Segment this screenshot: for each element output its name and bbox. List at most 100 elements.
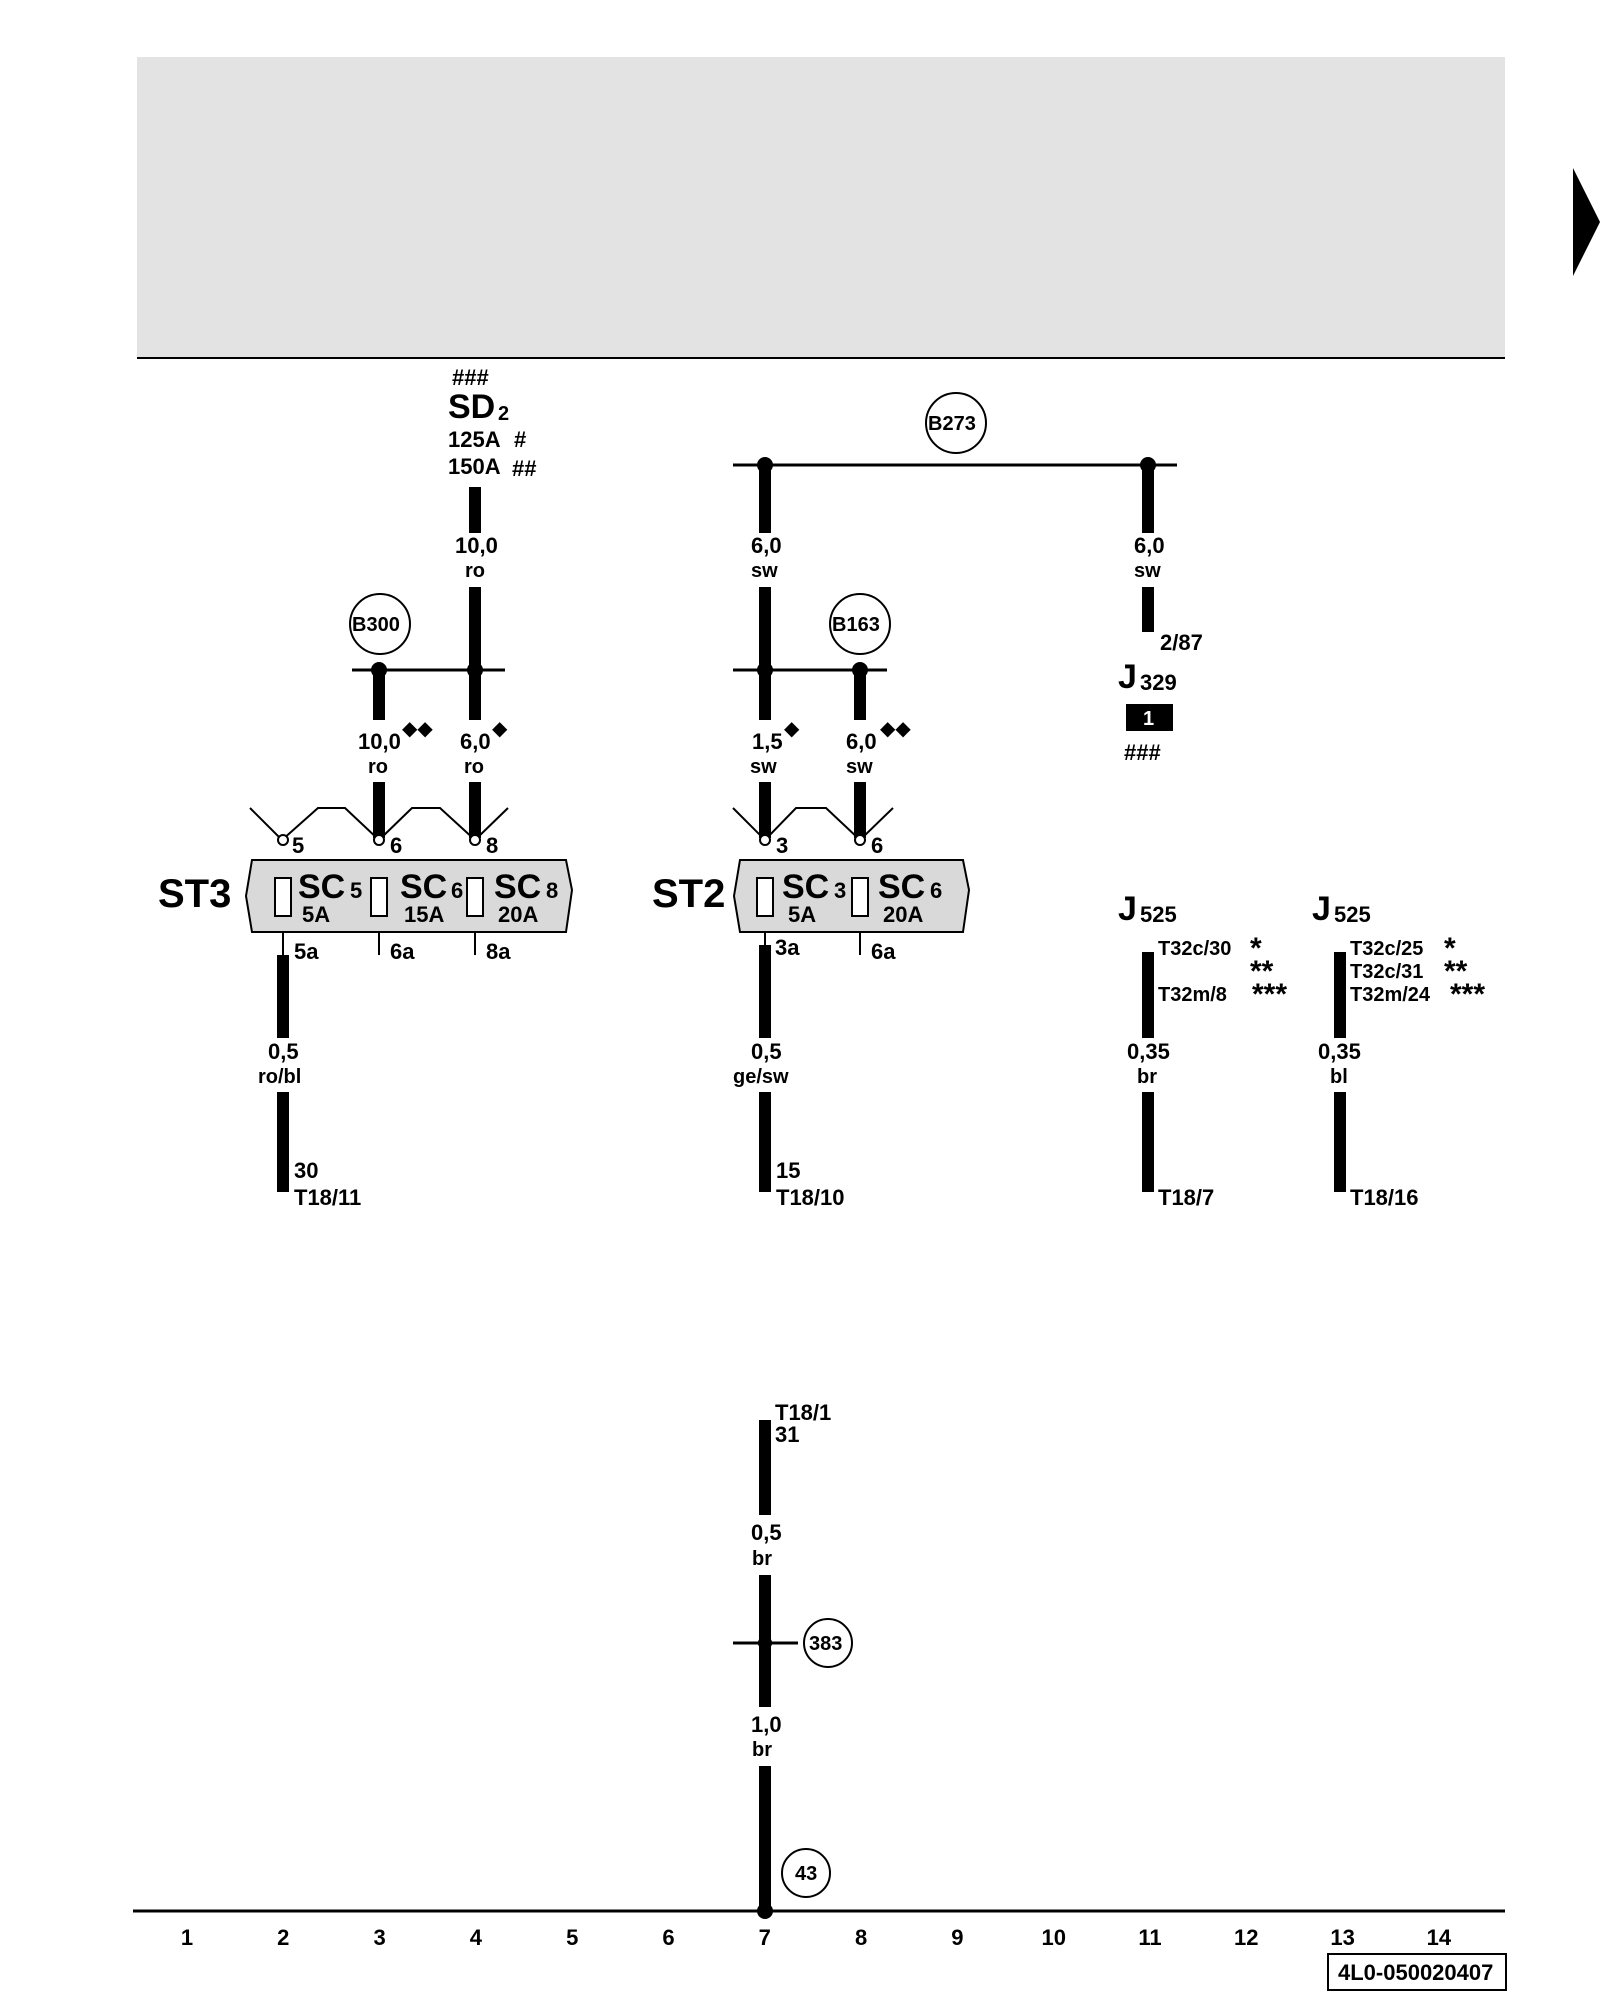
wire-col7-low-color: ge/sw [733,1066,789,1088]
wire-col2-top-size: 10,0 [358,729,401,754]
wire-col7-mid-mark: ◆ [784,718,800,740]
grid-number-13: 13 [1330,1925,1354,1950]
j525a-pin2-mark: ** [1250,955,1274,988]
right-triangle-icon[interactable] [1573,168,1600,276]
st2-fuse-sc3-amp: 5A [788,902,816,927]
grid-number-2: 2 [277,1925,289,1950]
ref-b273-circle [925,392,987,454]
j329-name: J [1118,658,1137,696]
st3-fuse-sc8-num: 8 [546,878,558,903]
ref-43: 43 [795,1863,817,1885]
j525b-pin1-mark: * [1444,932,1456,965]
terminal-col7-ground: T18/1 [775,1400,831,1425]
sd-rating2-mark: ## [512,456,536,481]
node-383 [758,1636,772,1650]
sd-num: 2 [498,403,509,425]
st2-pin-3-dot [759,834,771,846]
st2-pin-6: 6 [871,833,883,858]
st3-fuse-sc8-amp: 20A [498,902,538,927]
wire-col2-low-color: ro/bl [258,1066,301,1088]
terminal-col2-num: 30 [294,1158,318,1183]
wire-col8-top-color: sw [846,756,873,778]
st3-fuse-sc6 [370,877,388,917]
j329-hash: ### [1124,740,1161,765]
wire-col2-top-color: ro [368,756,388,778]
grid-number-9: 9 [951,1925,963,1950]
j525a-pin1: T32c/30 [1158,938,1231,960]
st3-fuse-sc5-num: 5 [350,878,362,903]
wire-col7-mid-size: 1,5 [752,729,783,754]
wire-col4-top-color: ro [464,756,484,778]
st3-pin-8a: 8a [486,939,511,964]
j525b-pin3: T32m/24 [1350,984,1431,1006]
st3-pin-6-dot [373,834,385,846]
st3-fuse-sc8-name: SC [494,868,541,906]
j329-pin: 2/87 [1160,630,1203,655]
ref-383-circle [803,1618,853,1668]
grid-number-5: 5 [566,1925,578,1950]
ref-b163-circle [829,593,891,655]
part-number: 4L0-050020407 [1338,1960,1493,1985]
st3-pin-6a: 6a [390,939,415,964]
st2-pin-6a: 6a [871,939,896,964]
st2-fuse-sc3 [756,877,774,917]
st3-fuse-sc6-amp: 15A [404,902,444,927]
wire-col13-low-color: bl [1330,1066,1348,1088]
st2-pin-3a: 3a [775,935,800,960]
wire-col11-low-color: br [1137,1066,1157,1088]
j329-box-label: 1 [1143,708,1154,730]
j329-num: 329 [1140,670,1177,695]
wire-col7-ground-b-size: 1,0 [751,1712,782,1737]
st3-fuse-sc6-name: SC [400,868,447,906]
wire-col7-top-size: 6,0 [751,533,782,558]
wire-col2-top-mark: ◆◆ [402,718,433,740]
grid-number-6: 6 [662,1925,674,1950]
wire-col4-top-mark: ◆ [492,718,508,740]
wire-col11-top-size: 6,0 [1134,533,1165,558]
node-b163-7 [757,662,773,678]
wire-col7-low-size: 0,5 [751,1039,782,1064]
st3-fuse-sc5-amp: 5A [302,902,330,927]
wire-col7-ground-b-color: br [752,1739,772,1761]
part-number-box [1327,1953,1507,1991]
wire-col8-top-size: 6,0 [846,729,877,754]
terminal-col7-ground-num: 31 [775,1422,799,1447]
j525a-pin3-mark: *** [1252,978,1287,1011]
wire-col7-mid-color: sw [750,756,777,778]
terminal-col7: T18/10 [776,1185,845,1210]
grid-number-1: 1 [181,1925,193,1950]
ref-b300: B300 [352,614,400,636]
grid-number-12: 12 [1234,1925,1258,1950]
ref-b163: B163 [832,614,880,636]
j525b-pin2: T32c/31 [1350,961,1423,983]
st3-pin-5a: 5a [294,939,319,964]
wire-col4-top-size: 6,0 [460,729,491,754]
j329-box [1126,704,1173,731]
wire-col7-ground-a-color: br [752,1548,772,1570]
grid-number-3: 3 [373,1925,385,1950]
j525b-pin2-mark: ** [1444,955,1468,988]
j525a-pin1-mark: * [1250,932,1262,965]
st3-fuse-box [244,859,574,933]
st3-fuse-sc8 [466,877,484,917]
wire-col11-top-color: sw [1134,560,1161,582]
sd-rating2: 150A [448,454,501,479]
st2-pin-3: 3 [776,833,788,858]
st3-pin-6: 6 [390,833,402,858]
sd-rating1-mark: # [514,427,526,452]
grid-number-14: 14 [1427,1925,1452,1950]
st2-fuse-sc3-num: 3 [834,878,846,903]
ref-b273: B273 [928,413,976,435]
wire-sd-out-color: ro [465,560,485,582]
terminal-col2: T18/11 [294,1185,361,1210]
wire-sd-out-size: 10,0 [455,533,498,558]
wire-col7-top-color: sw [751,560,778,582]
grid-number-4: 4 [470,1925,483,1950]
st2-link-lines [732,807,894,842]
st2-fuse-sc6-num: 6 [930,878,942,903]
sd-rating1: 125A [448,427,501,452]
j525b-num: 525 [1334,902,1371,927]
grid-number-11: 11 [1138,1925,1161,1950]
